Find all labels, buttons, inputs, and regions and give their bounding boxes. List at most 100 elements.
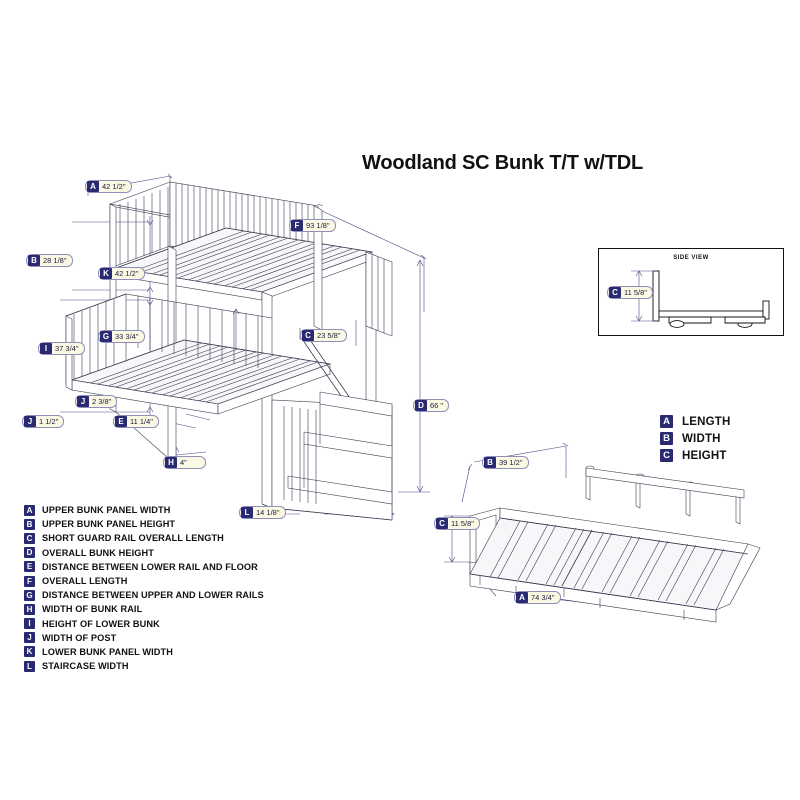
legend-item-l: L STAIRCASE WIDTH xyxy=(24,659,264,673)
legend-label: LOWER BUNK PANEL WIDTH xyxy=(42,646,173,657)
legend-item-f: F OVERALL LENGTH xyxy=(24,574,264,588)
callout-value: 42 1/2" xyxy=(102,182,126,191)
callout-key: H xyxy=(165,457,177,468)
callout-j-width-of-post-upper: J 2 3/8" xyxy=(75,395,118,408)
callout-key: D xyxy=(415,400,427,411)
abc-key-item-length: A LENGTH xyxy=(660,413,730,430)
abc-key-item-width: B WIDTH xyxy=(660,430,730,447)
abc-key-item-height: C HEIGHT xyxy=(660,447,730,464)
callout-key: A xyxy=(516,592,528,603)
callout-value: 66 " xyxy=(430,401,444,410)
legend-label: DISTANCE BETWEEN UPPER AND LOWER RAILS xyxy=(42,590,264,601)
callout-key: L xyxy=(241,507,253,518)
callout-value: 2 3/8" xyxy=(92,397,112,406)
page-title: Woodland SC Bunk T/T w/TDL xyxy=(362,152,644,174)
legend-key: G xyxy=(24,589,35,601)
legend-item-g: G DISTANCE BETWEEN UPPER AND LOWER RAILS xyxy=(24,588,264,602)
callout-value: 1 1/2" xyxy=(39,417,59,426)
legend-key: I xyxy=(24,618,35,630)
callout-value: 74 3/4" xyxy=(531,593,555,602)
callout-value: 42 1/2" xyxy=(115,269,139,278)
callout-value: 28 1/8" xyxy=(43,256,67,265)
callout-k-lower-bunk-panel-width: K 42 1/2" xyxy=(98,267,145,280)
legend-key: F xyxy=(24,575,35,587)
legend-item-e: E DISTANCE BETWEEN LOWER RAIL AND FLOOR xyxy=(24,560,264,574)
callout-value: 14 1/8" xyxy=(256,508,280,517)
abc-key-label: WIDTH xyxy=(682,432,721,445)
callout-value: 11 5/8" xyxy=(451,519,474,528)
dimension-legend: A UPPER BUNK PANEL WIDTH B UPPER BUNK PA… xyxy=(24,503,264,673)
legend-key: J xyxy=(24,632,35,644)
callout-value: 93 1/8" xyxy=(306,221,330,230)
legend-key: K xyxy=(24,646,35,658)
legend-key: B xyxy=(24,518,35,530)
legend-label: WIDTH OF BUNK RAIL xyxy=(42,604,143,615)
callout-b-upper-bunk-panel-height: B 28 1/8" xyxy=(26,254,73,267)
legend-item-c: C SHORT GUARD RAIL OVERALL LENGTH xyxy=(24,531,264,545)
callout-key: J xyxy=(77,396,89,407)
legend-label: UPPER BUNK PANEL HEIGHT xyxy=(42,519,176,530)
side-view-title: SIDE VIEW xyxy=(673,255,709,261)
side-view-drawing xyxy=(631,270,770,328)
abc-key: B xyxy=(660,432,673,445)
legend-item-a: A UPPER BUNK PANEL WIDTH xyxy=(24,503,264,517)
callout-trundle-b-width: B 39 1/2" xyxy=(482,456,529,469)
legend-item-h: H WIDTH OF BUNK RAIL xyxy=(24,602,264,616)
legend-key: E xyxy=(24,561,35,573)
callout-value: 11 5/8" xyxy=(624,288,647,297)
callout-i-height-of-lower-bunk: I 37 3/4" xyxy=(38,342,85,355)
legend-item-b: B UPPER BUNK PANEL HEIGHT xyxy=(24,517,264,531)
legend-label: STAIRCASE WIDTH xyxy=(42,661,129,672)
legend-label: SHORT GUARD RAIL OVERALL LENGTH xyxy=(42,533,224,544)
callout-l-staircase-width: L 14 1/8" xyxy=(239,506,286,519)
callout-key: E xyxy=(115,416,127,427)
callout-c-short-guard-rail-length: C 23 5/8" xyxy=(300,329,347,342)
legend-key: H xyxy=(24,603,35,615)
legend-item-j: J WIDTH OF POST xyxy=(24,631,264,645)
legend-label: OVERALL BUNK HEIGHT xyxy=(42,547,154,558)
legend-key: L xyxy=(24,660,35,672)
callout-trundle-a-length: A 74 3/4" xyxy=(514,591,561,604)
callout-value: 39 1/2" xyxy=(499,458,523,467)
callout-key: C xyxy=(302,330,314,341)
callout-a-upper-bunk-panel-width: A 42 1/2" xyxy=(85,180,132,193)
callout-h-width-of-bunk-rail: H 4" xyxy=(163,456,206,469)
callout-key: A xyxy=(87,181,99,192)
callout-j-width-of-post-lower: J 1 1/2" xyxy=(22,415,65,428)
callout-value: 37 3/4" xyxy=(55,344,79,353)
abc-key-label: HEIGHT xyxy=(682,449,727,462)
callout-value: 11 1/4" xyxy=(130,417,153,426)
callout-key: G xyxy=(100,331,112,342)
callout-key: B xyxy=(28,255,40,266)
legend-item-i: I HEIGHT OF LOWER BUNK xyxy=(24,617,264,631)
legend-label: UPPER BUNK PANEL WIDTH xyxy=(42,505,171,516)
callout-trundle-c-height: C 11 5/8" xyxy=(434,517,480,530)
abc-key-label: LENGTH xyxy=(682,415,731,428)
callout-key: C xyxy=(436,518,448,529)
legend-label: HEIGHT OF LOWER BUNK xyxy=(42,618,160,629)
legend-key: C xyxy=(24,532,35,544)
legend-key: D xyxy=(24,547,35,559)
callout-key: B xyxy=(484,457,496,468)
abc-key: C xyxy=(660,449,673,462)
callout-f-overall-length: F 93 1/8" xyxy=(289,219,336,232)
callout-key: K xyxy=(100,268,112,279)
abc-key: A xyxy=(660,415,673,428)
callout-value: 33 3/4" xyxy=(115,332,139,341)
callout-d-overall-bunk-height: D 66 " xyxy=(413,399,450,412)
legend-item-k: K LOWER BUNK PANEL WIDTH xyxy=(24,645,264,659)
abc-dimension-key: A LENGTH B WIDTH C HEIGHT xyxy=(660,413,730,464)
legend-item-d: D OVERALL BUNK HEIGHT xyxy=(24,546,264,560)
callout-value: 23 5/8" xyxy=(317,331,341,340)
legend-label: OVERALL LENGTH xyxy=(42,576,128,587)
callout-key: J xyxy=(24,416,36,427)
callout-e-lower-rail-to-floor: E 11 1/4" xyxy=(113,415,159,428)
legend-label: DISTANCE BETWEEN LOWER RAIL AND FLOOR xyxy=(42,561,258,572)
callout-g-distance-upper-lower-rails: G 33 3/4" xyxy=(98,330,145,343)
side-view-inset: SIDE VIEW C 11 5/8" xyxy=(598,248,784,336)
callout-key: F xyxy=(291,220,303,231)
callout-key: C xyxy=(609,287,621,298)
callout-value: 4" xyxy=(180,458,187,467)
